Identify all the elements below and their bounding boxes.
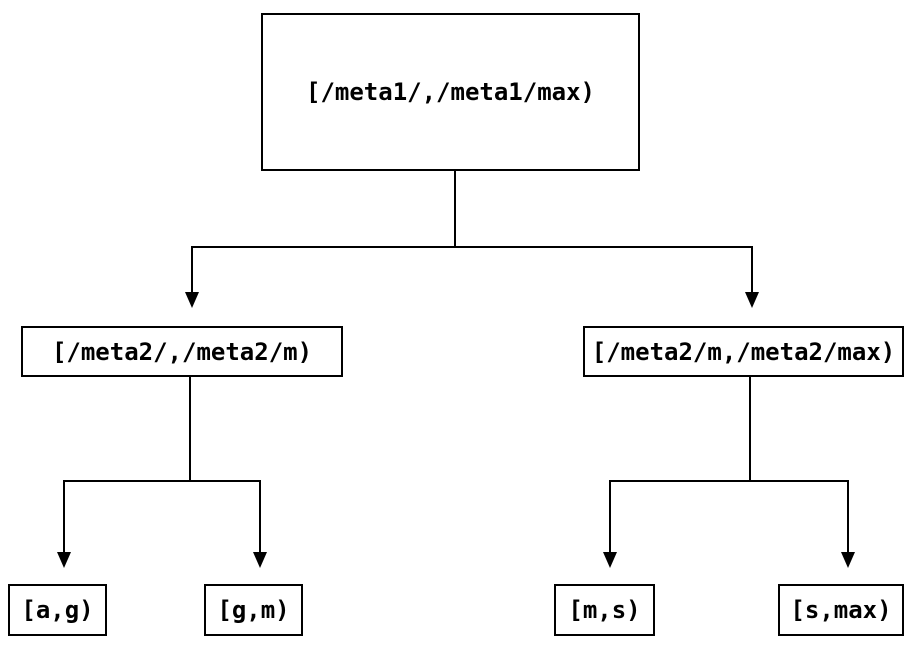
arrowhead-down-icon bbox=[57, 552, 71, 568]
node-meta2-upper-label: [/meta2/m,/meta2/max) bbox=[591, 337, 896, 366]
arrowhead-down-icon bbox=[745, 292, 759, 308]
node-leaf-ag-label: [a,g) bbox=[21, 596, 94, 624]
node-meta2-lower: [/meta2/,/meta2/m) bbox=[21, 326, 343, 377]
arrowhead-down-icon bbox=[253, 552, 267, 568]
node-leaf-ag: [a,g) bbox=[8, 584, 107, 636]
node-meta2-lower-label: [/meta2/,/meta2/m) bbox=[51, 337, 313, 366]
node-leaf-smax: [s,max) bbox=[778, 584, 904, 636]
node-root-label: [/meta1/,/meta1/max) bbox=[306, 78, 595, 106]
node-leaf-gm-label: [g,m) bbox=[217, 596, 290, 624]
arrowhead-down-icon bbox=[841, 552, 855, 568]
node-leaf-smax-label: [s,max) bbox=[790, 596, 892, 624]
node-leaf-ms: [m,s) bbox=[554, 584, 655, 636]
arrowhead-down-icon bbox=[603, 552, 617, 568]
arrowhead-down-icon bbox=[185, 292, 199, 308]
node-leaf-gm: [g,m) bbox=[204, 584, 303, 636]
node-meta2-upper: [/meta2/m,/meta2/max) bbox=[583, 326, 904, 377]
node-root: [/meta1/,/meta1/max) bbox=[261, 13, 640, 171]
node-leaf-ms-label: [m,s) bbox=[568, 596, 641, 624]
